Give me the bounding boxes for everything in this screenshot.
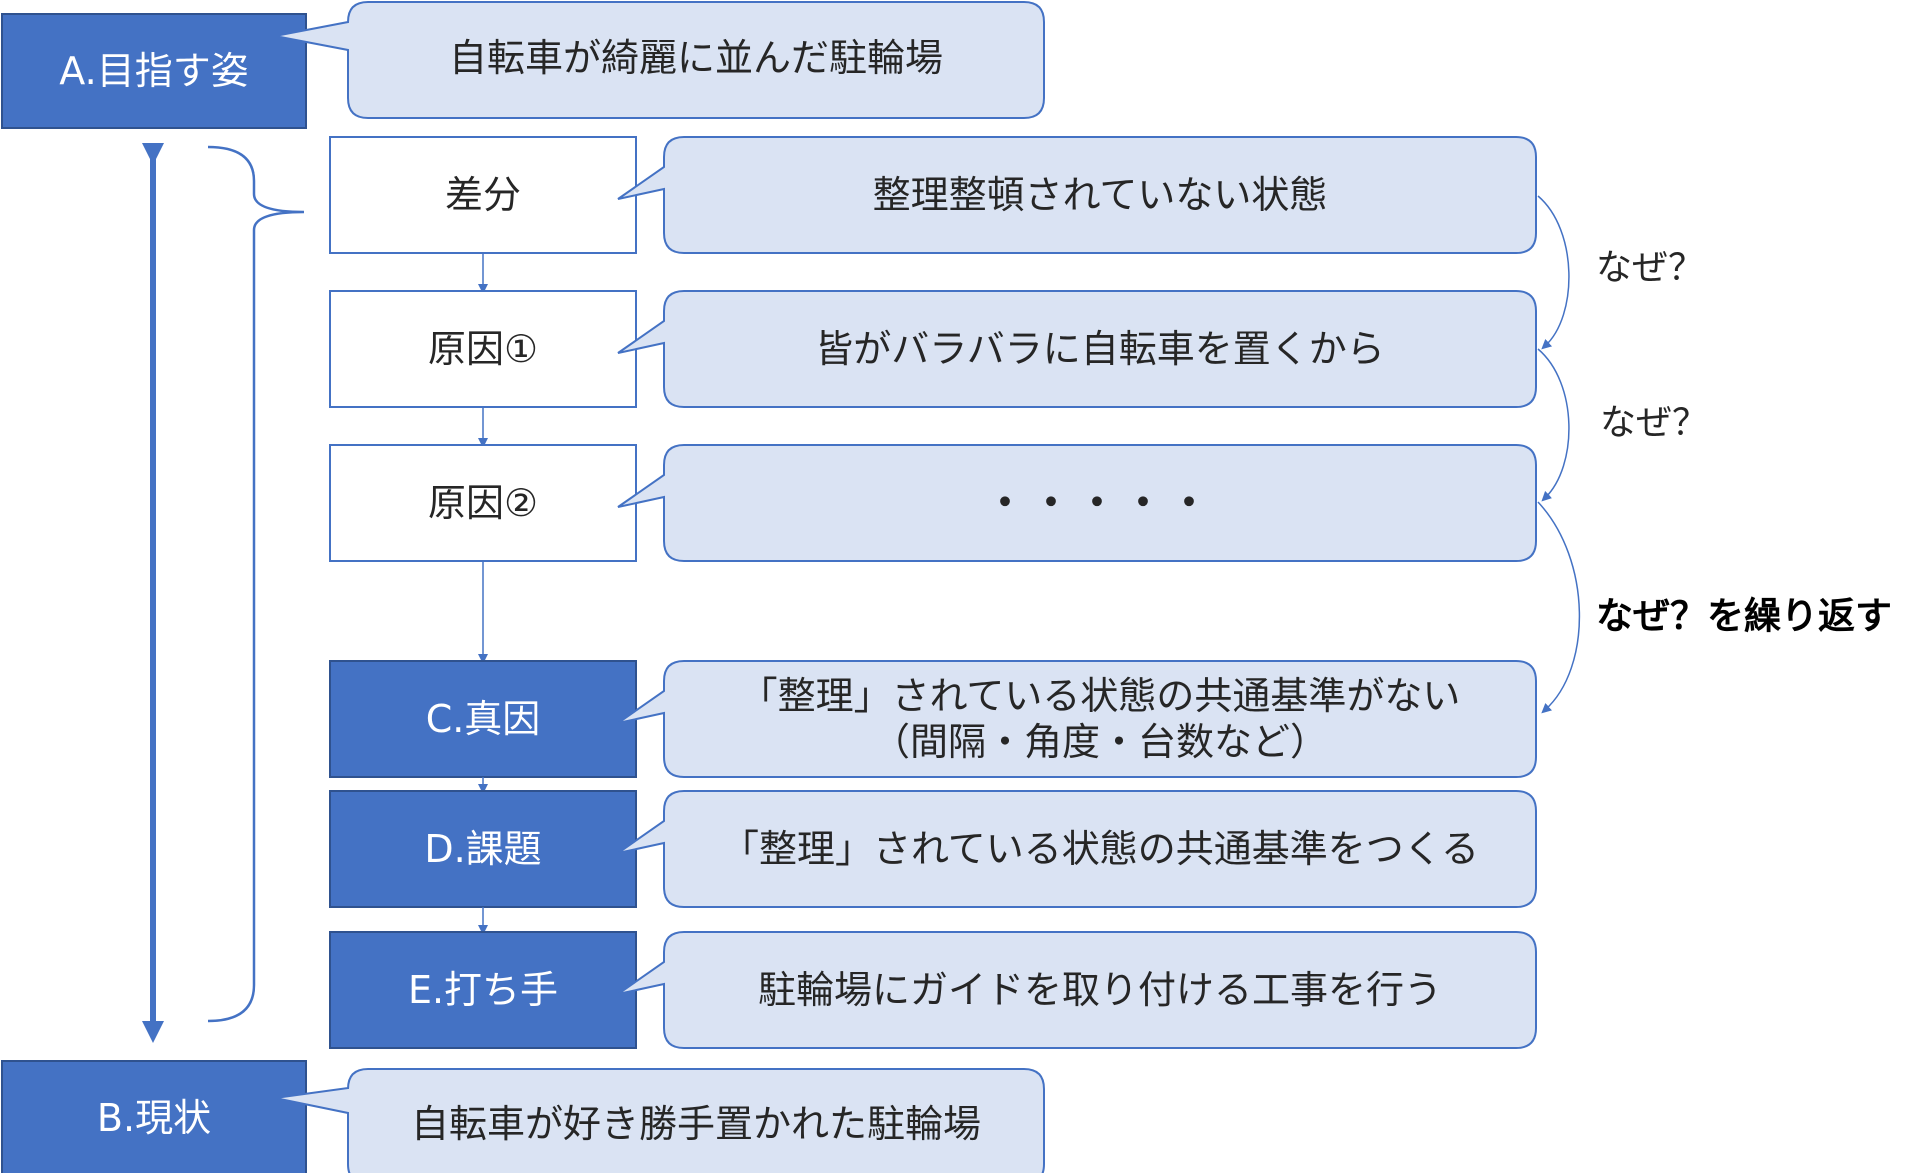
step-label: 原因①: [428, 327, 538, 371]
step-callout-text: 皆がバラバラに自転車を置くから: [815, 327, 1385, 371]
current-callout: 自転車が好き勝手置かれた駐輪場: [274, 1068, 1045, 1173]
step-box: [329, 136, 637, 254]
goal-node: A.目指す姿: [1, 13, 307, 129]
step-callout-text: （間隔・角度・台数など）: [872, 720, 1328, 764]
goal-callout-shape: [274, 1, 1045, 119]
step-label: 原因②: [428, 481, 538, 525]
current-callout-shape: [274, 1068, 1045, 1173]
why-label-2: なぜ？: [1600, 403, 1708, 444]
step-box: [329, 444, 637, 562]
step-cause-1: 原因① 皆がバラバラに自転車を置くから: [329, 290, 1537, 408]
step-callout-text: ・・・・・: [985, 480, 1215, 526]
step-callout-shape: [617, 790, 1537, 908]
current-box: [1, 1060, 307, 1173]
step-callout-shape: [617, 444, 1537, 562]
step-label: E.打ち手: [408, 968, 558, 1012]
step-callout-text: 「整理」されている状態の共通基準をつくる: [721, 827, 1479, 871]
step-cause-2: 原因② ・・・・・: [329, 444, 1537, 562]
step-action: E.打ち手 駐輪場にガイドを取り付ける工事を行う: [329, 931, 1537, 1049]
step-callout-shape: [617, 290, 1537, 408]
step-box: [329, 931, 637, 1049]
step-callout-text: 駐輪場にガイドを取り付ける工事を行う: [758, 968, 1442, 1012]
step-label: 差分: [445, 173, 521, 217]
goal-callout-text: 自転車が綺麗に並んだ駐輪場: [449, 36, 943, 80]
step-label: C.真因: [426, 697, 541, 741]
goal-label: A.目指す姿: [59, 49, 248, 93]
why-arc-2: [1537, 348, 1570, 502]
step-issue: D.課題 「整理」されている状態の共通基準をつくる: [329, 790, 1537, 908]
why-arc-3: [1537, 501, 1581, 714]
step-callout-text: 整理整頓されていない状態: [873, 173, 1328, 217]
step-callout-shape: [617, 931, 1537, 1049]
step-root-cause: C.真因 「整理」されている状態の共通基準がない（間隔・角度・台数など）: [329, 660, 1537, 778]
current-label: B.現状: [97, 1096, 211, 1140]
why-arc-1: [1537, 195, 1570, 350]
step-label: D.課題: [424, 827, 541, 871]
step-callout-shape: [617, 660, 1537, 778]
why-arcs: [1537, 195, 1581, 714]
current-callout-text: 自転車が好き勝手置かれた駐輪場: [411, 1102, 981, 1146]
current-node: B.現状: [1, 1060, 307, 1173]
step-brace: [207, 145, 305, 1023]
goal-callout: 自転車が綺麗に並んだ駐輪場: [274, 1, 1045, 119]
why-label-1: なぜ？: [1596, 248, 1704, 289]
step-diff: 差分 整理整頓されていない状態: [329, 136, 1537, 254]
step-callout-text: 「整理」されている状態の共通基準がない: [740, 674, 1461, 718]
step-callout-shape: [617, 136, 1537, 254]
goal-box: [1, 13, 307, 129]
step-box: [329, 660, 637, 778]
step-box: [329, 790, 637, 908]
why-label-repeat: なぜ？を繰り返す: [1596, 595, 1892, 638]
